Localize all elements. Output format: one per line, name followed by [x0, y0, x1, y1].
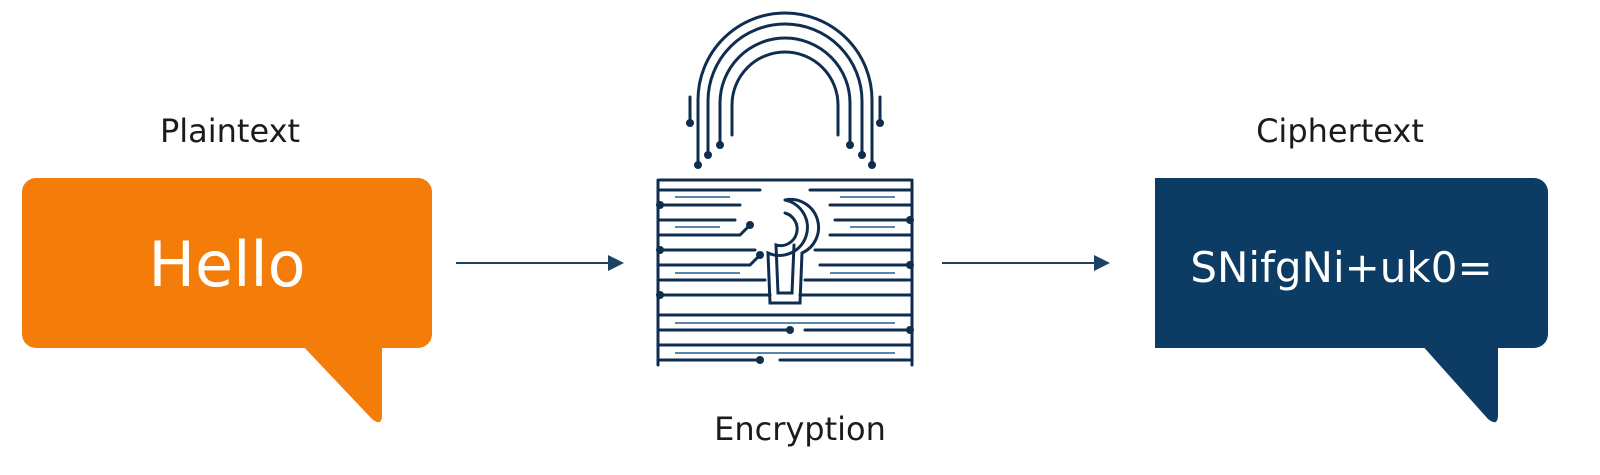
arrow-right-icon	[942, 255, 1110, 271]
plaintext-value: Hello	[148, 228, 306, 301]
ciphertext-value: SNifgNi+uk0=	[1190, 243, 1493, 292]
plaintext-bubble-shape	[22, 178, 432, 423]
arrow-right-icon	[456, 255, 624, 271]
circuit-padlock-icon	[656, 11, 914, 367]
ciphertext-label: Ciphertext	[1256, 112, 1424, 150]
ciphertext-bubble-shape	[1135, 178, 1548, 423]
ciphertext-bubble: SNifgNi+uk0=	[1135, 175, 1600, 435]
plaintext-bubble: Hello	[0, 175, 450, 435]
encryption-label: Encryption	[714, 410, 886, 448]
plaintext-label: Plaintext	[159, 112, 301, 150]
